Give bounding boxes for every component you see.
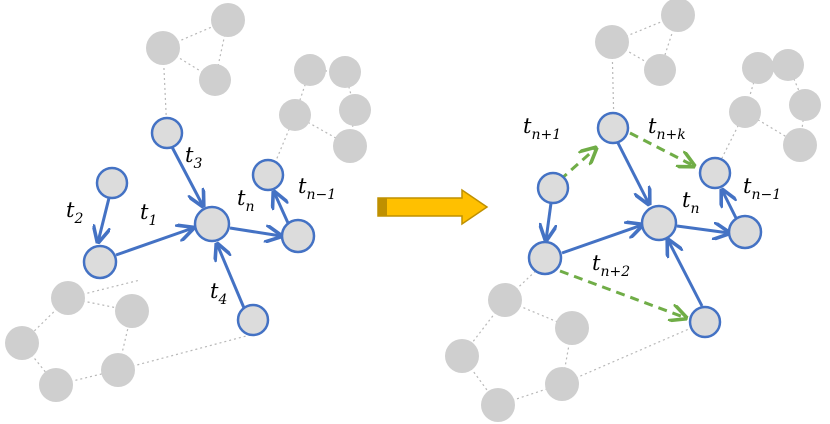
right-active-edges bbox=[546, 142, 738, 307]
left-background-nodes bbox=[5, 3, 371, 402]
background-edge bbox=[117, 334, 251, 371]
label-tn: tn bbox=[682, 188, 699, 217]
background-edge bbox=[67, 279, 141, 299]
node bbox=[688, 305, 722, 339]
edge bbox=[722, 190, 738, 219]
background-node bbox=[199, 64, 231, 96]
edge bbox=[616, 142, 649, 204]
label-tn-plus-k: tn+k bbox=[648, 114, 686, 143]
edge-tn-plus-1 bbox=[559, 148, 596, 182]
edge bbox=[676, 226, 729, 233]
edge-tn bbox=[229, 228, 281, 236]
edge-tn-plus-2 bbox=[559, 269, 686, 318]
background-node bbox=[742, 52, 774, 84]
background-node bbox=[783, 128, 817, 162]
label-tn-minus-1: tn−1 bbox=[743, 174, 781, 203]
node bbox=[536, 171, 570, 205]
background-node bbox=[279, 99, 311, 131]
background-node bbox=[445, 339, 479, 373]
left-graph: t2 t1 t3 t4 tn tn−1 bbox=[5, 3, 371, 402]
node bbox=[596, 111, 630, 145]
node bbox=[527, 240, 563, 276]
edge bbox=[668, 240, 704, 307]
background-node bbox=[39, 368, 73, 402]
right-background-nodes bbox=[445, 0, 821, 422]
right-graph: tn+1 tn+k tn+2 tn tn−1 bbox=[445, 0, 821, 422]
background-node bbox=[101, 353, 135, 387]
label-tn-plus-2: tn+2 bbox=[592, 251, 630, 280]
background-node bbox=[51, 281, 85, 315]
left-labels: t2 t1 t3 t4 tn tn−1 bbox=[66, 143, 336, 308]
background-node bbox=[5, 326, 39, 360]
node bbox=[280, 218, 316, 254]
background-node bbox=[481, 388, 515, 422]
background-node bbox=[644, 54, 676, 86]
background-node bbox=[333, 129, 367, 163]
label-t1: t1 bbox=[140, 200, 157, 229]
label-t4: t4 bbox=[210, 279, 227, 308]
label-t3: t3 bbox=[185, 143, 202, 172]
background-node bbox=[545, 367, 579, 401]
node bbox=[95, 166, 129, 200]
label-tn: tn bbox=[237, 186, 254, 215]
node bbox=[251, 158, 285, 192]
node-center bbox=[640, 204, 678, 242]
background-node bbox=[789, 89, 821, 121]
left-active-nodes bbox=[82, 116, 316, 337]
background-node bbox=[146, 31, 180, 65]
right-labels: tn+1 tn+k tn+2 tn tn−1 bbox=[523, 114, 781, 280]
edge bbox=[546, 202, 551, 240]
edge-t1 bbox=[115, 228, 193, 257]
background-node bbox=[339, 94, 371, 126]
edge-tn-plus-k bbox=[629, 131, 694, 166]
node bbox=[150, 116, 184, 150]
background-node bbox=[211, 3, 245, 37]
background-node bbox=[595, 25, 629, 59]
left-active-edges bbox=[98, 146, 290, 309]
background-edge bbox=[561, 321, 706, 385]
transition-arrow-icon bbox=[377, 188, 489, 226]
node-center bbox=[193, 205, 231, 243]
label-tn-minus-1: tn−1 bbox=[298, 174, 336, 203]
node bbox=[727, 214, 763, 250]
node bbox=[698, 156, 732, 190]
background-node bbox=[115, 294, 149, 328]
background-node bbox=[661, 0, 695, 32]
node bbox=[236, 303, 270, 337]
right-predicted-edges bbox=[559, 131, 694, 318]
edge-t2 bbox=[98, 197, 109, 242]
background-node bbox=[294, 54, 326, 86]
background-node bbox=[729, 96, 761, 128]
edge-t4 bbox=[217, 244, 246, 309]
node bbox=[82, 244, 118, 280]
background-node bbox=[329, 56, 361, 88]
background-node bbox=[488, 283, 522, 317]
right-active-nodes bbox=[527, 111, 763, 339]
edge bbox=[561, 225, 642, 255]
label-t2: t2 bbox=[66, 198, 83, 227]
edge-tn-minus-1 bbox=[274, 192, 290, 224]
background-node bbox=[555, 311, 589, 345]
background-node bbox=[772, 49, 804, 81]
label-tn-plus-1: tn+1 bbox=[523, 114, 561, 143]
edge-t3 bbox=[170, 146, 203, 206]
